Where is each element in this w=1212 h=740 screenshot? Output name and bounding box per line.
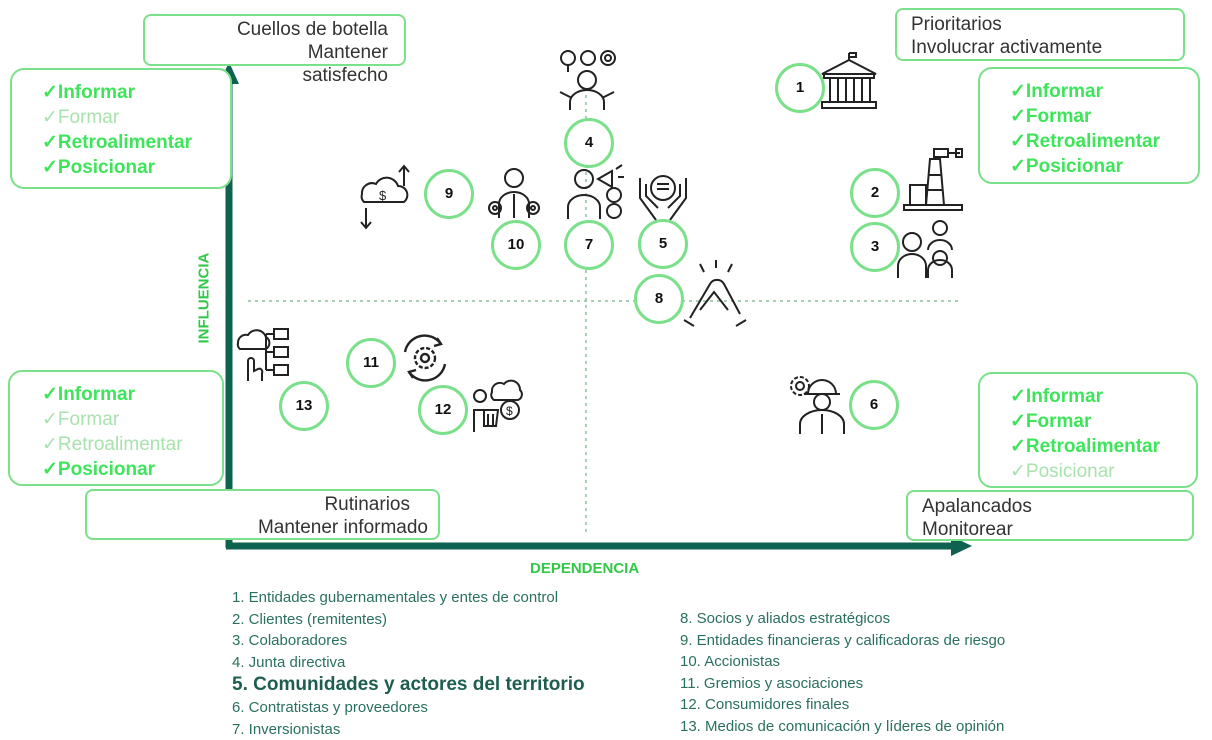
stakeholder-marker-9[interactable]: 9	[424, 169, 474, 219]
action-posicionar: ✓Posicionar	[42, 155, 230, 180]
stakeholder-marker-1[interactable]: 1	[775, 63, 825, 113]
quadrant-subtitle: Mantener informado	[87, 516, 438, 539]
quadrant-subtitle: Involucrar activamente	[911, 36, 1183, 59]
action-informar: ✓Informar	[1010, 79, 1198, 104]
stakeholder-marker-6[interactable]: 6	[849, 380, 899, 430]
svg-text:$: $	[379, 188, 387, 203]
quadrant-title: Apalancados	[922, 495, 1192, 518]
stakeholder-marker-3[interactable]: 3	[850, 222, 900, 272]
stakeholder-legend-left: 1. Entidades gubernamentales y entes de …	[232, 587, 585, 740]
stakeholder-marker-12[interactable]: 12	[418, 385, 468, 435]
board-director-icon	[554, 48, 620, 112]
legend-item: 9. Entidades financieras y calificadoras…	[680, 630, 1005, 652]
consumer-cart-icon: $	[470, 376, 526, 434]
quadrant-title: Cuellos de botella	[225, 18, 404, 41]
action-formar: ✓Formar	[1010, 104, 1198, 129]
legend-item: 1. Entidades gubernamentales y entes de …	[232, 587, 585, 609]
action-retroalimentar: ✓Retroalimentar	[1010, 129, 1198, 154]
stakeholder-marker-7[interactable]: 7	[564, 220, 614, 270]
legend-item-highlighted: 5. Comunidades y actores del territorio	[232, 673, 585, 697]
finance-money-icon: $	[352, 162, 418, 232]
quadrant-bottom-left-title: Rutinarios Mantener informado	[85, 489, 440, 540]
legend-item: 12. Consumidores finales	[680, 694, 1005, 716]
employees-group-icon	[896, 214, 956, 280]
legend-item: 7. Inversionistas	[232, 719, 585, 740]
legend-item: 2. Clientes (remitentes)	[232, 609, 585, 631]
actions-top-left: ✓Informar ✓Formar ✓Retroalimentar ✓Posic…	[10, 68, 232, 189]
quadrant-subtitle: Monitorear	[922, 518, 1192, 541]
quadrant-title: Prioritarios	[911, 13, 1183, 36]
handshake-icon	[682, 258, 748, 328]
actions-bottom-left: ✓Informar ✓Formar ✓Retroalimentar ✓Posic…	[8, 370, 224, 486]
stakeholder-marker-4[interactable]: 4	[564, 118, 614, 168]
quadrant-title: Rutinarios	[87, 493, 438, 516]
action-posicionar: ✓Posicionar	[1010, 459, 1196, 484]
x-axis-label: DEPENDENCIA	[530, 560, 639, 577]
oil-platform-icon	[900, 145, 966, 215]
stakeholder-marker-13[interactable]: 13	[279, 381, 329, 431]
action-informar: ✓Informar	[42, 382, 222, 407]
stakeholder-marker-2[interactable]: 2	[850, 168, 900, 218]
community-hands-icon	[634, 168, 692, 226]
legend-item: 11. Gremios y asociaciones	[680, 673, 1005, 695]
gear-cycle-icon	[397, 332, 453, 384]
quadrant-subtitle: Mantener satisfecho	[225, 41, 404, 87]
network-media-icon	[234, 325, 292, 383]
legend-item: 13. Medios de comunicación y líderes de …	[680, 716, 1005, 738]
action-formar: ✓Formar	[42, 105, 230, 130]
stakeholder-legend-right: 8. Socios y aliados estratégicos 9. Enti…	[680, 608, 1005, 737]
investor-speaker-icon	[562, 163, 628, 223]
actions-top-right: ✓Informar ✓Formar ✓Retroalimentar ✓Posic…	[978, 67, 1200, 184]
legend-item: 3. Colaboradores	[232, 630, 585, 652]
legend-item: 6. Contratistas y proveedores	[232, 697, 585, 719]
stakeholder-marker-10[interactable]: 10	[491, 220, 541, 270]
legend-item: 10. Accionistas	[680, 651, 1005, 673]
action-retroalimentar: ✓Retroalimentar	[42, 130, 230, 155]
action-informar: ✓Informar	[42, 80, 230, 105]
quadrant-top-right-title: Prioritarios Involucrar activamente	[895, 8, 1185, 61]
legend-item: 8. Socios y aliados estratégicos	[680, 608, 1005, 630]
svg-text:$: $	[506, 404, 513, 418]
action-informar: ✓Informar	[1010, 384, 1196, 409]
action-posicionar: ✓Posicionar	[42, 457, 222, 482]
action-formar: ✓Formar	[1010, 409, 1196, 434]
action-retroalimentar: ✓Retroalimentar	[1010, 434, 1196, 459]
y-axis-label: INFLUENCIA	[196, 264, 213, 344]
stakeholder-marker-11[interactable]: 11	[346, 338, 396, 388]
shareholder-gears-icon	[485, 166, 543, 224]
stakeholder-marker-5[interactable]: 5	[638, 219, 688, 269]
action-retroalimentar: ✓Retroalimentar	[42, 432, 222, 457]
contractor-worker-icon	[786, 372, 850, 436]
government-building-icon	[818, 50, 880, 112]
action-posicionar: ✓Posicionar	[1010, 154, 1198, 179]
quadrant-bottom-right-title: Apalancados Monitorear	[906, 490, 1194, 541]
quadrant-top-left-title: Cuellos de botella Mantener satisfecho	[143, 14, 406, 66]
stakeholder-marker-8[interactable]: 8	[634, 274, 684, 324]
action-formar: ✓Formar	[42, 407, 222, 432]
actions-bottom-right: ✓Informar ✓Formar ✓Retroalimentar ✓Posic…	[978, 372, 1198, 488]
legend-item: 4. Junta directiva	[232, 652, 585, 674]
